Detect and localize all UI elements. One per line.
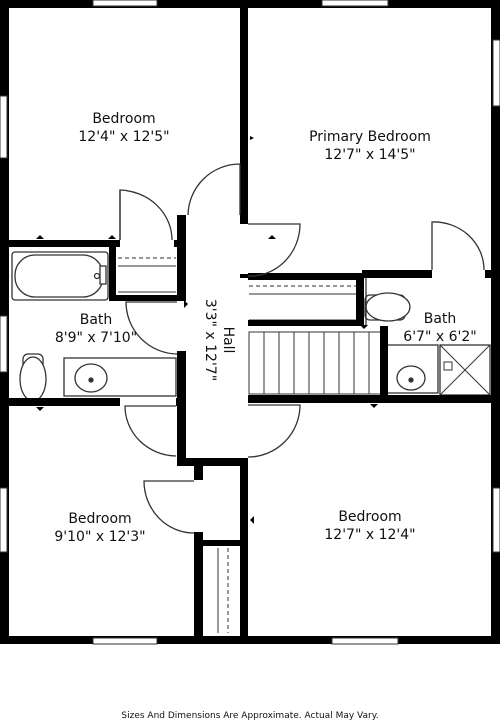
disclaimer-footer: Sizes And Dimensions Are Approximate. Ac… <box>121 711 379 721</box>
room-labels: Bedroom 12'4" x 12'5" Primary Bedroom 12… <box>54 111 476 545</box>
room-dims-bath-left: 8'9" x 7'10" <box>55 330 137 346</box>
toilet-right-bowl <box>365 292 411 322</box>
bathtub-basin <box>14 254 104 298</box>
room-dims-bedroom-bottom-right: 12'7" x 12'4" <box>324 527 415 543</box>
room-name-bath-left: Bath <box>80 312 113 328</box>
doors <box>119 163 485 534</box>
windows <box>0 0 500 645</box>
room-name-bedroom-top-left: Bedroom <box>92 111 155 127</box>
room-name-bedroom-bottom-right: Bedroom <box>338 509 401 525</box>
room-name-bath-right: Bath <box>424 311 457 327</box>
room-dims-bedroom-top-left: 12'4" x 12'5" <box>78 129 169 145</box>
room-name-primary-bedroom: Primary Bedroom <box>309 129 431 145</box>
room-dims-bath-right: 6'7" x 6'2" <box>403 329 476 345</box>
toilet-left-bowl <box>19 356 47 402</box>
room-dims-primary-bedroom: 12'7" x 14'5" <box>324 147 415 163</box>
room-dims-bedroom-bottom-left: 9'10" x 12'3" <box>54 529 145 545</box>
stairs <box>248 331 382 395</box>
room-name-bedroom-bottom-left: Bedroom <box>68 511 131 527</box>
tick-marks <box>36 108 378 524</box>
room-name-hall: Hall <box>220 327 236 354</box>
room-dims-hall: 3'3" x 12'7" <box>202 299 218 381</box>
